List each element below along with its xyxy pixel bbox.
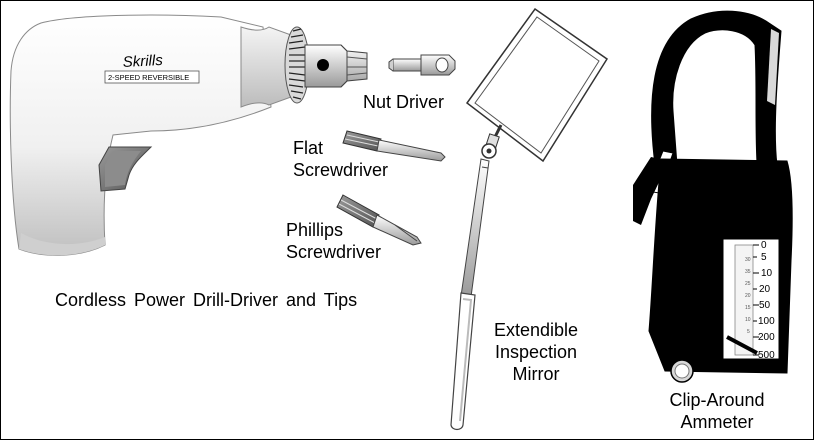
label-nut-driver: Nut Driver — [363, 92, 445, 112]
scale-label-major: 20 — [759, 284, 771, 295]
drill-chuck — [304, 44, 368, 88]
inspection-mirror — [450, 7, 609, 431]
label-clip-around-ammeter: Clip-Around Ammeter — [657, 389, 777, 433]
drill-clutch-gear — [288, 28, 306, 100]
scale-label-minor: 30 — [745, 257, 751, 263]
chuck-key-hole — [317, 59, 329, 71]
label-line: Screwdriver — [293, 160, 389, 180]
label-phillips-screwdriver: Phillips Screwdriver — [286, 219, 381, 263]
clip-around-ammeter: 0 5 10 20 50 100 200 500 30 35 25 20 15 … — [633, 10, 793, 383]
scale-label-minor: 10 — [745, 317, 751, 323]
ammeter-needle — [726, 335, 758, 355]
mirror-shaft — [460, 158, 490, 298]
scale-label-minor: 5 — [747, 329, 750, 335]
nut-driver-tip — [388, 54, 456, 76]
scale-label-major: 50 — [759, 300, 771, 311]
cordless-drill — [9, 14, 368, 256]
mirror-handle — [450, 292, 476, 431]
label-line: Inspection — [494, 342, 578, 362]
phillips-screwdriver-tip — [336, 194, 422, 246]
drill-caption: Cordless Power Drill-Driver and Tips — [55, 290, 358, 310]
scale-label-major: 500 — [758, 350, 775, 361]
scale-label-major: 0 — [761, 240, 767, 251]
scale-label-minor: 15 — [745, 305, 751, 311]
scale-label-major: 100 — [758, 316, 775, 327]
label-line: Screwdriver — [286, 242, 382, 262]
scale-label-minor: 25 — [745, 281, 751, 287]
drill-badge-text: 2-SPEED REVERSIBLE — [108, 73, 189, 82]
scale-label-major: 5 — [761, 252, 767, 263]
label-line: Phillips — [286, 220, 344, 240]
flat-screwdriver-tip — [342, 130, 446, 162]
ammeter-jaw — [651, 10, 782, 166]
scale-label-major: 10 — [761, 268, 773, 279]
drill-body — [9, 14, 272, 256]
drill-nose — [240, 26, 292, 108]
scale-label-minor: 20 — [745, 293, 751, 299]
label-line: Flat — [293, 138, 324, 158]
drill-brand: Skrills — [122, 52, 163, 71]
label-line: Mirror — [512, 364, 560, 384]
drill-badge — [104, 70, 200, 84]
label-flat-screwdriver: Flat Screwdriver — [293, 137, 388, 181]
scale-label-major: 200 — [758, 332, 775, 343]
label-line: Extendible — [493, 320, 579, 340]
label-line: Clip-Around — [669, 390, 765, 410]
label-inspection-mirror: Extendible Inspection Mirror — [481, 319, 591, 385]
label-line: Ammeter — [680, 412, 754, 432]
scale-label-minor: 35 — [745, 269, 751, 275]
